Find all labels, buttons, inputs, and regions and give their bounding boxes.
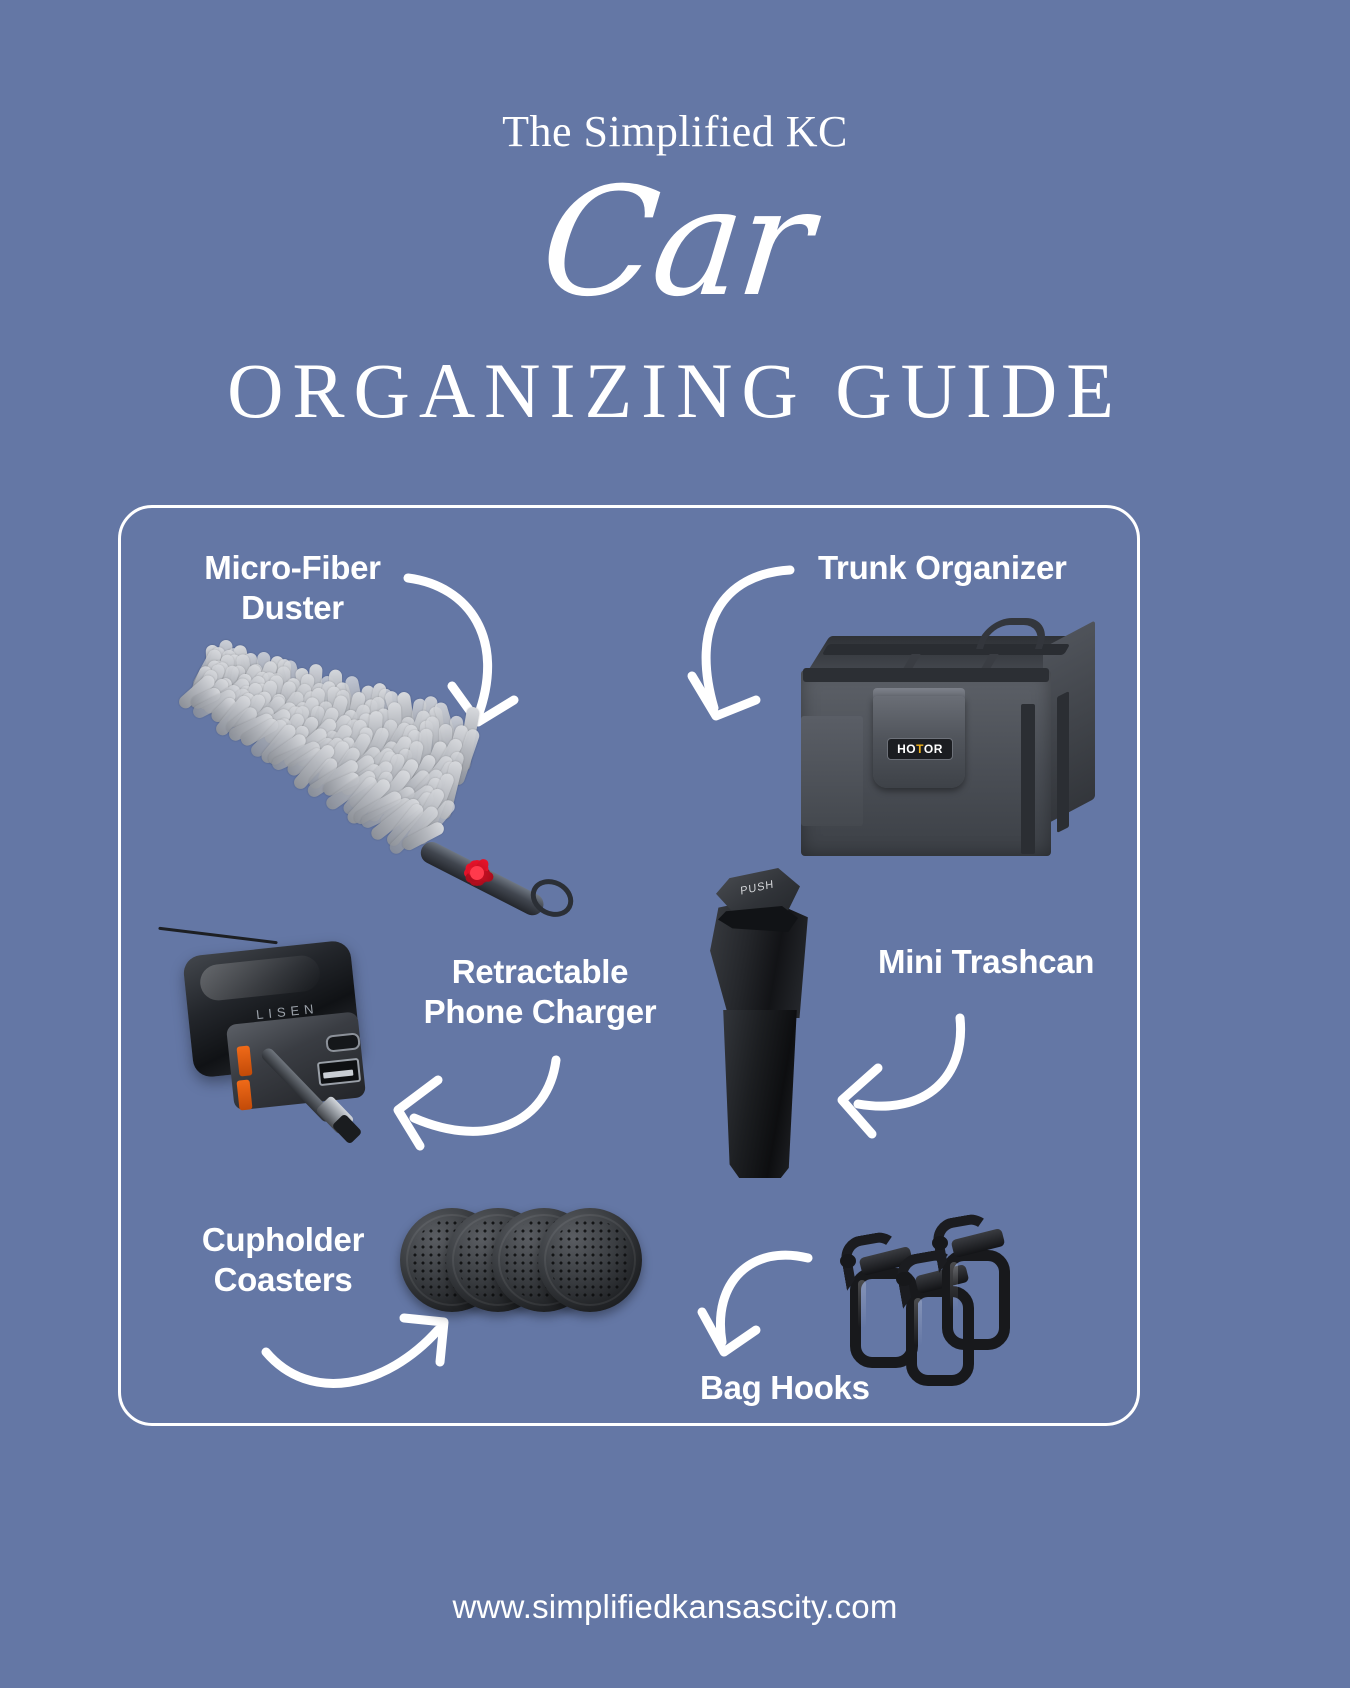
trunk-side-pocket xyxy=(801,716,863,826)
hook-highlight xyxy=(950,1262,958,1310)
hook-tip xyxy=(896,1272,912,1286)
red-bow-icon xyxy=(448,847,506,899)
product-image-retractable-phone-charger: LISEN xyxy=(158,926,408,1168)
label-bag-hooks: Bag Hooks xyxy=(700,1369,870,1406)
trashcan-lower-body xyxy=(723,1010,797,1178)
trunk-front-rim xyxy=(803,668,1049,682)
logo-text-or: OR xyxy=(923,742,943,756)
trunk-carry-handle xyxy=(975,618,1053,649)
usb-a-port-icon xyxy=(316,1057,362,1087)
coaster-disc xyxy=(538,1208,642,1312)
bow-center xyxy=(470,866,484,880)
logo-text-ho: HO xyxy=(897,742,917,756)
label-micro-fiber-duster: Micro-Fiber Duster xyxy=(204,549,381,627)
label-cupholder-coasters: Cupholder Coasters xyxy=(201,1221,365,1299)
product-image-micro-fiber-duster xyxy=(160,638,580,925)
label-trunk-organizer: Trunk Organizer xyxy=(818,549,1067,586)
page-title: ORGANIZING GUIDE xyxy=(227,347,1123,434)
hook-tip xyxy=(840,1254,856,1268)
logo-text-t: T xyxy=(916,742,924,756)
trunk-strap-side xyxy=(1057,691,1069,833)
hook-tip xyxy=(932,1236,948,1250)
poster-header: The Simplified KC Car ORGANIZING GUIDE xyxy=(0,0,1350,480)
product-image-cupholder-coasters xyxy=(400,1208,645,1320)
label-mini-trashcan: Mini Trashcan xyxy=(878,943,1095,980)
trunk-strap-right xyxy=(1021,704,1035,854)
product-image-bag-hooks xyxy=(837,1208,1088,1398)
footer-website-url[interactable]: www.simplifiedkansascity.com xyxy=(452,1588,898,1625)
hook-highlight xyxy=(914,1298,922,1346)
script-title-car: Car xyxy=(533,156,817,330)
content-frame-border xyxy=(118,505,1140,1426)
bag-hook xyxy=(893,1244,978,1386)
brand-eyebrow: The Simplified KC xyxy=(502,107,848,156)
hook-highlight xyxy=(858,1280,866,1328)
hook-clamp xyxy=(942,1250,1010,1350)
bag-hook xyxy=(929,1208,1014,1350)
product-image-mini-trashcan: PUSH xyxy=(700,868,820,1180)
label-retractable-phone-charger: Retractable Phone Charger xyxy=(423,953,657,1031)
hook-clamp xyxy=(906,1286,974,1386)
duster-handle-loop xyxy=(524,871,580,925)
